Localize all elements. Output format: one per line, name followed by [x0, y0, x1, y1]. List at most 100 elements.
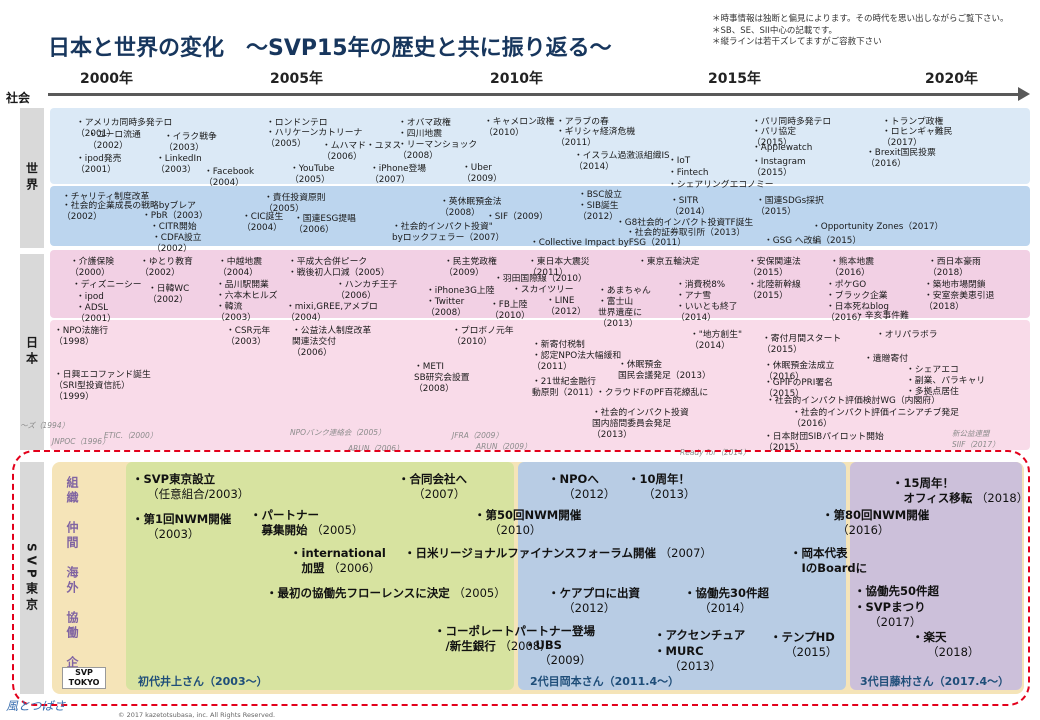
svp-milestone: ・SVPまつり （2017）	[854, 600, 926, 630]
event-item: ・平成大合併ピーク	[288, 257, 368, 267]
event-item: ・チャリティ制度改革	[62, 192, 150, 202]
org-note: NPOバンク連絡会（2005）	[290, 428, 386, 437]
event-item: ・プロボノ元年 （2010）	[452, 326, 514, 347]
milestone-year: （2012）	[563, 601, 616, 615]
milestone-year: （2007）	[413, 487, 466, 501]
svp-category-label: 組織 仲間 海外 協働 企業	[65, 476, 79, 686]
svp-milestone: ・UBS （2009）	[524, 638, 591, 668]
row-label-japan: 日本	[20, 254, 44, 450]
event-item: ・Facebook （2004）	[204, 167, 255, 188]
event-item: ・築地市場閉鎖	[924, 280, 986, 290]
event-item: ・公益法人制度改革 関連法交付 （2006）	[292, 326, 372, 358]
event-item: ・LINE （2012）	[546, 296, 586, 317]
event-item: ・iPhone3G上陸	[426, 286, 495, 296]
event-item: ・スカイツリー	[512, 285, 574, 295]
event-item: ・四川地震	[398, 129, 442, 139]
generation-2-panel	[518, 462, 846, 690]
event-item: ・SITR （2014）	[670, 196, 710, 217]
event-item: ・"地方創生" （2014）	[690, 330, 743, 351]
svp-milestone: ・コーポレートパートナー登場 /新生銀行 （2008）	[434, 624, 595, 654]
event-item: ・副業、パラキャリ	[906, 376, 986, 386]
event-item: ・日興エコファンド誕生 （SRI型投資信託） （1999）	[54, 370, 151, 402]
event-item: ・21世紀金融行 動原則（2011）	[532, 377, 599, 398]
event-item: ・ギリシャ経済危機 （2011）	[556, 127, 636, 148]
svp-milestone: ・SVP東京設立 （任意組合/2003）	[132, 472, 249, 502]
event-item: ・社会的インパクト投資 国内諮問委員会発足 （2013）	[592, 408, 689, 440]
event-item: ・あまちゃん	[598, 286, 651, 296]
svp-milestone: ・ケアプロに出資 （2012）	[548, 586, 640, 616]
event-item: ・Opportunity Zones（2017）	[812, 222, 944, 232]
svp-milestone: ・岡本代表 IのBoardに	[790, 546, 867, 576]
milestone-title: ・第1回NWM開催	[132, 512, 232, 526]
milestone-year: （2015）	[785, 645, 838, 659]
event-item: ・寄付月間スタート （2015）	[762, 334, 842, 355]
event-item: ・ムハマド・ユヌス （2006）	[322, 141, 402, 162]
event-item: ・NPO法施行 （1998）	[54, 326, 108, 347]
event-item: ・社会的証券取引所（2013）	[626, 228, 746, 238]
event-item: ・BSC設立	[578, 190, 622, 200]
event-item: ・国連SDGs採択 （2015）	[756, 196, 824, 217]
event-item: ・中越地震 （2004）	[218, 257, 262, 278]
event-item: ・YouTube （2005）	[290, 164, 335, 185]
event-item: ・イラク戦争 （2003）	[164, 132, 217, 153]
org-note: JFRA（2009）	[452, 431, 503, 440]
arrow-right-icon	[1018, 87, 1030, 101]
event-item: ・METI SB研究会設置 （2008）	[414, 362, 470, 394]
event-item: ・ブラック企業	[826, 291, 888, 301]
notes: ＊時事情報は独断と偏見によります。その時代を思い出しながらご覧下さい。 ＊SB、…	[712, 14, 1008, 49]
svp-milestone: ・NPOへ （2012）	[548, 472, 615, 502]
event-item: ・mixi,GREE,アメブロ （2004）	[286, 302, 378, 323]
svp-milestone: ・楽天 （2018）	[912, 630, 979, 660]
milestone-title: ・第50回NWM開催	[474, 508, 582, 522]
row-label-world: 世界	[20, 108, 44, 248]
milestone-title: ・15周年！ オフィス移転	[892, 476, 973, 505]
milestone-title: ・SVP東京設立	[132, 472, 216, 486]
milestone-title: ・SVPまつり	[854, 600, 926, 614]
event-item: ・CITR開始	[150, 222, 197, 232]
event-item: ・富士山 世界遺産に （2013）	[598, 297, 642, 329]
org-note: JNPOC（1996）	[52, 437, 110, 446]
note-line: ＊縦ラインは若干ズレてますがご容赦下さい	[712, 37, 882, 47]
event-item: ・キャメロン政権 （2010）	[484, 117, 555, 138]
copyright: © 2017 kazetotsubasa, inc. All Rights Re…	[118, 711, 276, 719]
svp-milestone: ・アクセンチュア	[654, 628, 745, 643]
org-note: 〜ズ（1994）	[20, 421, 70, 430]
milestone-title: ・パートナー 募集開始	[250, 508, 319, 537]
event-item: ・GSG へ改編（2015）	[764, 236, 862, 246]
event-item: ・社会的企業成長の戦略byブレア （2002）	[62, 201, 196, 222]
svp-milestone: ・第80回NWM開催 （2016）	[822, 508, 929, 538]
milestone-year: （2013）	[669, 659, 722, 673]
milestone-year: （2010）	[489, 523, 542, 537]
leader-label: 2代目岡本さん（2011.4〜）	[530, 675, 680, 688]
event-item: ・パリ同時多発テロ	[752, 117, 832, 127]
event-item: ・オリパラボラ	[876, 330, 938, 340]
event-item: ・アメリカ同時多発テロ （2001）	[76, 118, 173, 139]
svp-milestone: ・第50回NWM開催 （2010）	[474, 508, 581, 538]
event-item: ・ディズニーシー	[72, 280, 142, 290]
milestone-title: ・10周年！	[628, 472, 691, 486]
generation-3-panel	[850, 462, 1022, 690]
event-item: ・SIB誕生 （2012）	[578, 201, 619, 222]
event-item: ・消費税8%	[676, 280, 726, 290]
event-item: ・iPhone登場 （2007）	[370, 164, 427, 185]
event-item: ・遺贈寄付	[864, 354, 908, 364]
svp-milestone: ・international 加盟 （2006）	[290, 546, 386, 576]
event-item: ・CIC誕生 （2004）	[242, 212, 284, 233]
event-item: ・多拠点居住	[906, 387, 959, 397]
year-label: 2020年	[925, 71, 978, 87]
milestone-year: （2005）	[307, 523, 364, 537]
svp-milestone: ・協働先50件超	[854, 584, 939, 599]
milestone-title: ・アクセンチュア	[654, 628, 746, 642]
event-item: ・トランプ政権	[882, 117, 944, 127]
svp-milestone: ・最初の協働先フローレンスに決定 （2005）	[266, 586, 506, 601]
note-line: ＊SB、SE、SII中心の記載です。	[712, 25, 838, 36]
svp-milestone: ・テンプHD （2015）	[770, 630, 837, 660]
axis-label: 社会	[6, 91, 31, 105]
milestone-title: ・MURC	[654, 644, 704, 658]
event-item: ・Uber （2009）	[462, 163, 502, 184]
milestone-title: ・第80回NWM開催	[822, 508, 930, 522]
milestone-year: （2005）	[449, 586, 506, 600]
milestone-year: （2008）	[495, 639, 552, 653]
org-note: ARUN（2009）	[476, 442, 532, 451]
milestone-year: （2012）	[563, 487, 616, 501]
